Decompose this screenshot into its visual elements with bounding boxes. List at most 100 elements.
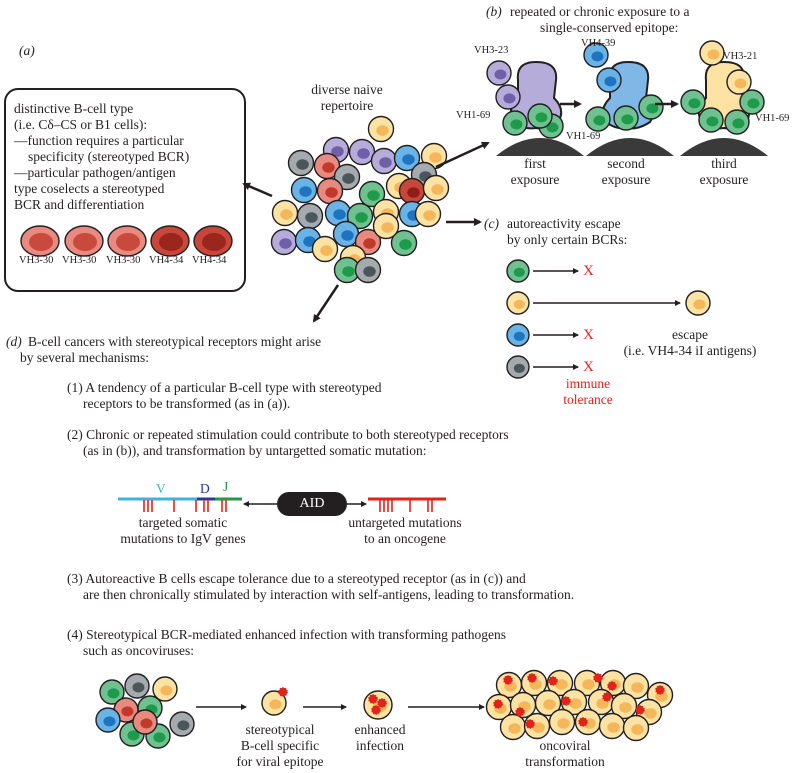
transformed-b-cell — [534, 689, 562, 717]
mechanism-1-line1: (1) A tendency of a particular B-cell ty… — [67, 380, 382, 395]
escape-label-line2: (i.e. VH4-34 iI antigens) — [623, 343, 757, 358]
targeted-mutation-ticks — [143, 500, 227, 512]
virus-particle — [635, 705, 645, 715]
step3-label: transformation — [525, 754, 605, 769]
exposure-label-2: second — [607, 156, 645, 171]
virus-particle — [527, 673, 537, 683]
yellow-b-cell — [420, 142, 448, 170]
cell-label: VH3-30 — [62, 255, 97, 266]
transformed-b-cell — [560, 688, 588, 716]
transformed-b-cell — [573, 669, 601, 697]
blue-b-cell — [393, 144, 421, 172]
repertoire-title-line2: repertoire — [320, 98, 374, 113]
escaped-b-cell — [685, 290, 711, 316]
panel-a-line: distinctive B-cell type — [14, 101, 134, 116]
yellow-b-cell — [311, 235, 339, 263]
transformed-b-cell — [622, 672, 650, 700]
mechanism-2-line1: (2) Chronic or repeated stimulation coul… — [67, 427, 509, 442]
transformed-b-cell — [610, 692, 638, 720]
cell-label: VH4-34 — [149, 255, 184, 266]
untargeted-label-line1: untargeted mutations — [348, 515, 462, 530]
viral-specific-b-cell — [261, 690, 287, 716]
virus-particle — [593, 673, 603, 683]
yellow-b-cell — [271, 199, 299, 227]
red-b-cell — [316, 177, 344, 205]
targeted-label-line1: targeted somatic — [138, 515, 228, 530]
aid-label: AID — [299, 496, 325, 511]
step2-label: infection — [356, 738, 404, 753]
mechanism-3-line2: are then chronically stimulated by inter… — [83, 587, 575, 602]
purple-b-cell — [486, 60, 512, 86]
yellow-b-cell — [367, 115, 395, 143]
blocked-x-mark: X — [583, 327, 594, 343]
panel-b-tag: (b) — [486, 4, 502, 19]
grey-b-cell — [124, 673, 150, 699]
gene-label-vh4-39: VH4-39 — [581, 38, 616, 49]
grey-b-cell — [333, 163, 361, 191]
purple-b-cell — [270, 228, 298, 256]
antigen-surface — [496, 138, 584, 156]
untargeted-mutation-ticks — [379, 500, 433, 512]
blue-b-cell — [506, 323, 530, 347]
green-b-cell — [527, 103, 553, 129]
transformed-b-cell — [548, 708, 576, 736]
step2-label: enhanced — [354, 722, 406, 737]
arrow-to-panel-a — [242, 182, 273, 198]
panel-d-title-line2: by several mechanisms: — [20, 350, 149, 365]
repertoire-title-line1: diverse naive — [311, 82, 383, 97]
yellow-b-cell — [506, 291, 530, 315]
gene-label-vh1-69: VH1-69 — [755, 113, 790, 124]
panel-c-escape-diagram — [506, 259, 711, 379]
grey-b-cell — [354, 256, 382, 284]
blue-b-cell — [95, 707, 121, 733]
green-b-cell — [99, 679, 125, 705]
panel-a-cells — [20, 225, 233, 257]
yellow-b-cell — [422, 174, 450, 202]
mechanism-3-line1: (3) Autoreactive B cells escape toleranc… — [67, 571, 526, 586]
virus-particle — [493, 699, 503, 709]
purple-b-cell — [370, 147, 398, 175]
virus-particle — [602, 692, 612, 702]
green-b-cell — [739, 89, 765, 115]
green-b-cell — [358, 180, 386, 208]
tolerance-label-line2: tolerance — [563, 392, 613, 407]
red-b-cell — [132, 709, 158, 735]
panel-a-line: (i.e. Cδ–CS or B1 cells): — [14, 117, 148, 132]
virus-particle — [503, 675, 513, 685]
panel-b-title-line2: single-conserved epitope: — [540, 20, 679, 35]
green-b-cell — [638, 94, 664, 120]
panel-c-title-line1: autoreactivity escape — [507, 216, 621, 231]
panel-c-title-line2: by only certain BCRs: — [507, 232, 628, 247]
panel-d4-infection-diagram — [95, 669, 674, 749]
green-b-cell — [680, 89, 706, 115]
step3-label: oncoviral — [539, 738, 591, 753]
vh-b-cell — [193, 225, 233, 257]
green-b-cell — [724, 109, 750, 135]
grey-b-cell — [506, 355, 530, 379]
blue-b-cell — [596, 67, 622, 93]
yellow-b-cell — [699, 40, 725, 66]
vh-b-cell — [107, 225, 147, 257]
naive-repertoire-cluster — [270, 115, 450, 284]
green-b-cell — [506, 259, 530, 283]
blue-b-cell — [290, 176, 318, 204]
gene-v-label: V — [156, 481, 166, 496]
virus-particle — [278, 687, 288, 697]
step1-label: for viral epitope — [236, 754, 324, 769]
blocked-x-mark: X — [583, 359, 594, 375]
green-b-cell — [502, 110, 528, 136]
aid-badge — [277, 492, 347, 516]
green-b-cell — [390, 229, 418, 257]
grey-b-cell — [287, 149, 315, 177]
virus-particle — [578, 717, 588, 727]
antigen-surface — [680, 138, 768, 156]
panel-a-line: type coselects a stereotyped — [14, 181, 165, 196]
mechanism-4-line2: such as oncoviruses: — [83, 643, 194, 658]
virus-particle — [377, 698, 387, 708]
darkred-b-cell — [398, 177, 426, 205]
mechanism-2-line2: (as in (b)), and transformation by untar… — [83, 443, 427, 458]
targeted-label-line2: mutations to IgV genes — [120, 531, 246, 546]
green-b-cell — [346, 202, 374, 230]
exposure-label-3: third — [711, 156, 737, 171]
